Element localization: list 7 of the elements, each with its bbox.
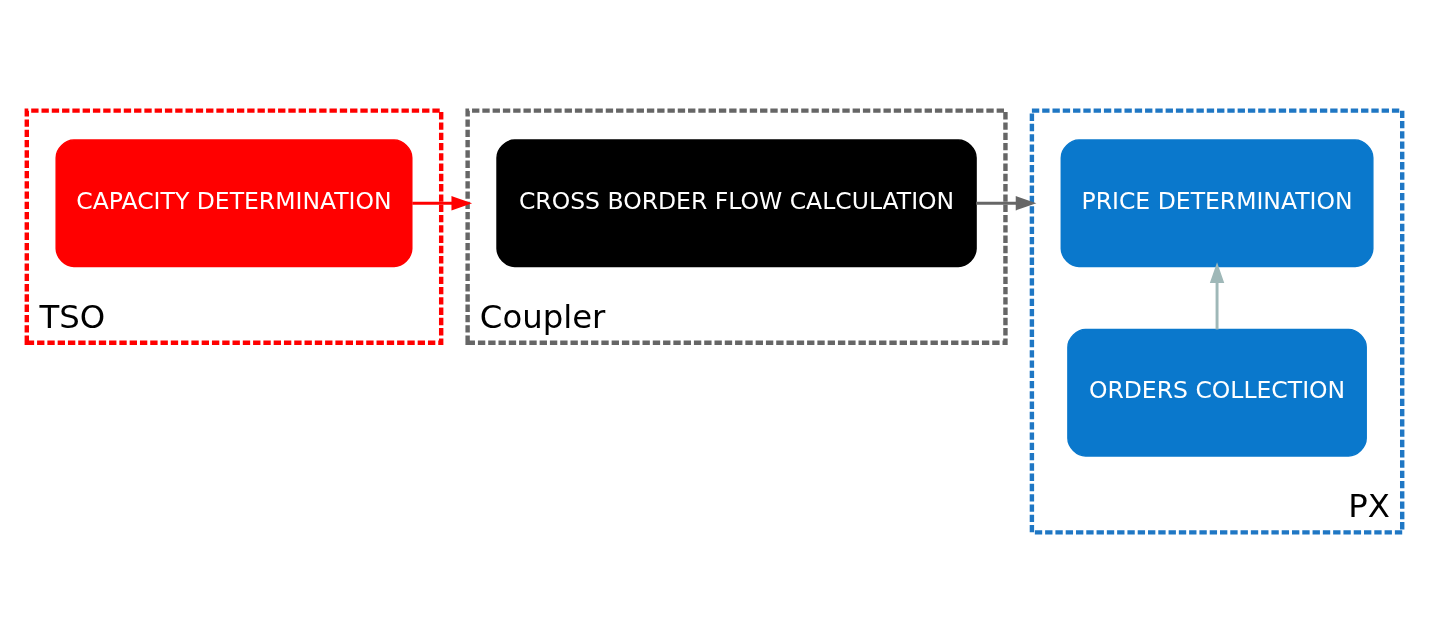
- arrow: [976, 195, 1037, 210]
- arrow: [1209, 261, 1225, 329]
- node-box: ORDERS COLLECTION: [1067, 328, 1367, 457]
- arrow: [412, 195, 473, 210]
- node-box: CAPACITY DETERMINATION: [55, 138, 413, 267]
- node-box: PRICE DETERMINATION: [1060, 138, 1374, 267]
- node-box: CROSS BORDER FLOW CALCULATION: [496, 138, 977, 267]
